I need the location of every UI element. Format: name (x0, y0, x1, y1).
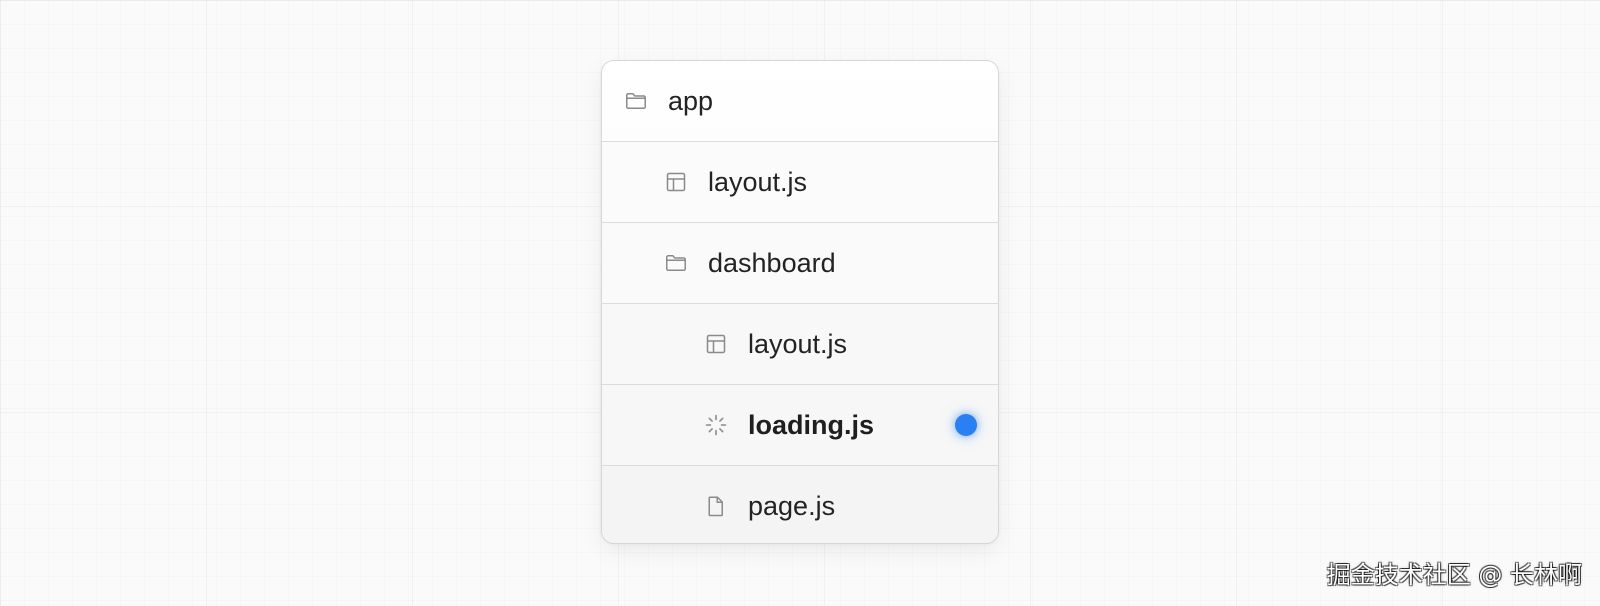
tree-item-dashboard-layout-file[interactable]: layout.js (602, 304, 998, 385)
layout-icon (664, 170, 688, 194)
folder-icon (664, 251, 688, 275)
tree-item-label: loading.js (748, 409, 875, 440)
tree-item-label: layout.js (708, 166, 808, 197)
file-icon (704, 494, 728, 518)
file-tree: app layout.js dashboard (601, 60, 999, 544)
tree-item-label: layout.js (748, 328, 848, 359)
tree-item-label: page.js (748, 490, 836, 521)
tree-item-loading-file[interactable]: loading.js (602, 385, 998, 466)
tree-item-page-file[interactable]: page.js (602, 466, 998, 543)
watermark-text: 掘金技术社区 @ 长林啊 (1326, 561, 1582, 589)
tree-item-label: app (668, 85, 714, 116)
layout-icon (704, 332, 728, 356)
tree-item-dashboard-folder[interactable]: dashboard (602, 223, 998, 304)
active-indicator-dot (955, 414, 977, 436)
tree-item-app-folder[interactable]: app (602, 61, 998, 142)
tree-item-layout-file[interactable]: layout.js (602, 142, 998, 223)
loading-icon (704, 413, 728, 437)
folder-icon (624, 89, 648, 113)
tree-item-label: dashboard (708, 247, 836, 278)
